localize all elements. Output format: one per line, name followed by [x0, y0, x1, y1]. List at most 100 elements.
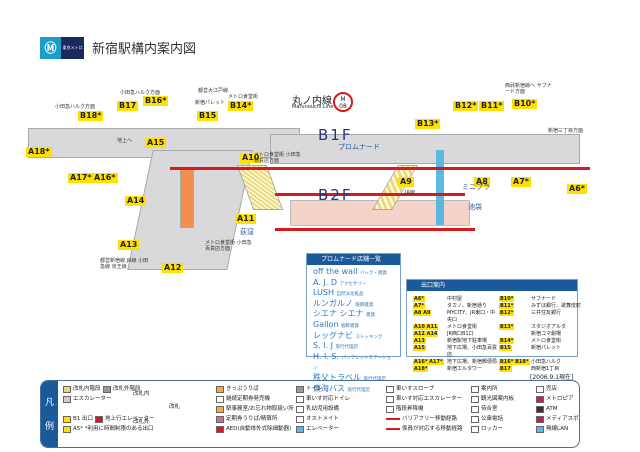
- legend-item-label: 待合室: [481, 406, 498, 412]
- legend-item: きっぷうりば: [216, 384, 259, 394]
- legend-symbol-icon: [216, 395, 224, 403]
- promenade-shop: LUSH 自然派化粧品: [313, 288, 394, 300]
- barrier-free-route: [275, 193, 465, 196]
- exit-label: B14*: [228, 101, 254, 111]
- legend-item-label: エレベーター: [306, 426, 340, 432]
- legend-item: バリアフリー移動経路: [386, 414, 457, 424]
- map-note-minipla: ミニプラ: [462, 183, 490, 191]
- legend-item: 改札外階段: [103, 384, 141, 394]
- floor-label-b2f: B2F: [318, 186, 353, 204]
- legend-item-label: メディアスポット: [546, 416, 579, 422]
- legend-symbol-icon: [296, 395, 304, 403]
- promenade-shop: 東海バス 旅行代理店: [313, 383, 394, 396]
- legend-symbol-icon: [216, 425, 224, 433]
- legend-symbol-icon: [216, 415, 224, 423]
- legend-item: エレベーター: [296, 424, 339, 434]
- legend-item: 定期券うりば/精算所: [216, 414, 277, 424]
- shop-type: 自然派化粧品: [336, 292, 364, 298]
- exit-code: B17: [499, 366, 531, 373]
- exit-destination: 三井住友銀行: [531, 310, 562, 316]
- exit-code-badge: A6*: [413, 296, 425, 302]
- exit-label: B17: [117, 101, 139, 111]
- exit-destination: 地下広場、小田急百貨店: [447, 345, 498, 358]
- legend-item-label: 地上行エレベーター: [105, 416, 155, 422]
- exit-code-badge: A10 A11: [413, 324, 439, 330]
- legend-symbol-icon: [63, 385, 71, 393]
- legend-item: 車いす対応エスカレーター: [386, 394, 462, 404]
- legend-item-label: エスカレーター: [73, 396, 112, 402]
- exit-code-badge: A8 A9: [413, 310, 432, 316]
- legend-symbol-icon: [471, 425, 479, 433]
- legend-item: 公衆電話: [471, 414, 503, 424]
- legend-symbol-icon: [386, 428, 400, 430]
- map-note-palette: 新宿パレット: [195, 100, 226, 106]
- exit-code-badge: B13*: [499, 324, 515, 330]
- legend-item-label: 観光図案内板: [481, 396, 515, 402]
- shop-name: 東海バス: [313, 383, 345, 393]
- map-note-ogikubo: 荻窪: [240, 228, 254, 236]
- map-note-oedo: 都営大江戸線: [198, 88, 229, 94]
- promenade-list-title: プロムナード店舗一覧: [307, 254, 400, 265]
- exit-label: A17*: [68, 173, 94, 183]
- legend-item: ロッカー: [471, 424, 503, 434]
- exit-code: A15: [413, 345, 447, 359]
- shop-name: A. J. D: [313, 277, 338, 287]
- legend-symbol-icon: [536, 395, 544, 403]
- legend-symbol-icon: [296, 405, 304, 413]
- exit-code: B12*: [499, 310, 531, 324]
- legend-item-label: AED(自動体外式除細動器): [226, 426, 292, 432]
- exit-code-badge: A7*: [413, 303, 425, 309]
- exit-guide-title: 出口案内: [407, 280, 577, 291]
- map-note-sanchome: 新宿三丁目方面: [548, 128, 584, 134]
- legend-item: A5* *利用に時間制限のある出口: [63, 424, 154, 434]
- exit-label: A11: [235, 214, 257, 224]
- legend-item-label: 売店: [546, 386, 558, 392]
- legend-item: エスカレーター: [63, 394, 112, 404]
- exit-code: A10 A11: [413, 324, 447, 331]
- line-name-en: Marunouchi Line: [292, 104, 334, 110]
- legend-symbol-icon: [536, 425, 544, 433]
- exit-code: B10*: [499, 296, 531, 303]
- exit-label: A9: [398, 177, 414, 187]
- exit-code-badge: A18*: [413, 366, 429, 372]
- legend-item: 階段昇降機: [386, 404, 424, 414]
- exit-destination: 西新宿1丁目: [531, 366, 560, 372]
- exit-code: B13*: [499, 324, 531, 331]
- legend-item-label: 車いす対応トイレ: [306, 396, 351, 402]
- legend-item-label: 改札内: [133, 391, 150, 397]
- legend-item: 案内所: [471, 384, 498, 394]
- legend-item: ATM: [536, 404, 557, 414]
- exit-code: [499, 331, 531, 338]
- legend-item-label: 案内所: [481, 386, 498, 392]
- legend-symbol-icon: [536, 385, 544, 393]
- legend-item-label: 無線LAN: [546, 426, 569, 432]
- exit-destination: JR西口B1口: [447, 331, 474, 337]
- exit-label: A7*: [511, 177, 531, 187]
- exit-label: B18*: [78, 111, 104, 121]
- legend-item: 車いすスロープ: [386, 384, 434, 394]
- legend-item: オストメイト: [296, 414, 339, 424]
- exit-code: B16* B18*: [499, 359, 531, 366]
- legend-item-label: オストメイト: [306, 416, 340, 422]
- shop-type: 旅行代理店: [347, 387, 371, 393]
- map-note-metro-shoku: メトロ食堂街: [228, 94, 259, 100]
- legend-item: AED(自動体外式除細動器): [216, 424, 291, 434]
- legend-symbol-icon: [296, 415, 304, 423]
- exit-code-badge: B16* B18*: [499, 359, 530, 365]
- legend-item-label: 車いす対応エスカレーター: [396, 396, 463, 402]
- exit-code: A16* A17*: [413, 359, 447, 366]
- promenade-shop: ルンガルノ 服飾雑貨: [313, 299, 394, 311]
- exit-label: A15: [145, 138, 167, 148]
- b1f-east-concourse: [270, 134, 580, 164]
- legend-symbol-icon: [95, 415, 103, 423]
- legend-symbol-icon: [296, 385, 304, 393]
- exit-label: A14: [125, 196, 147, 206]
- legend-item: メディアスポット: [536, 414, 579, 424]
- line-name: 丸ノ内線: [292, 96, 332, 107]
- shop-name: 秩父トラベル: [313, 372, 361, 382]
- exit-label: A8: [474, 177, 490, 187]
- exit-destination: メトロ食堂街: [447, 324, 478, 330]
- map-note-ikebukuro: 池袋: [468, 203, 482, 211]
- map-note-a12-lines: 都営新宿線 JR線 小田急線 京王線: [100, 258, 149, 270]
